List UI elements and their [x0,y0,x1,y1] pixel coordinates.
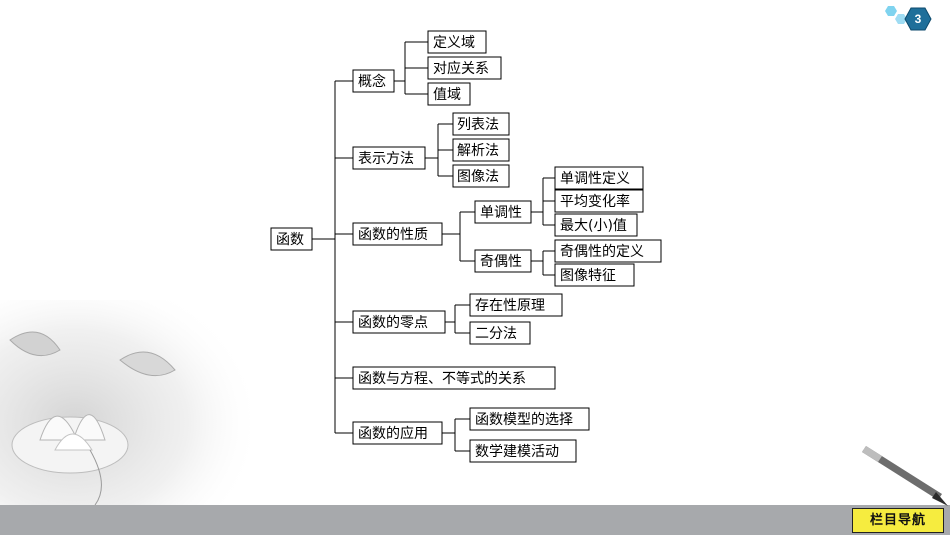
node-graph-method: 图像法 [452,164,510,188]
page-number-badge: 3 [880,2,946,36]
node-table-method-label: 列表法 [457,117,499,133]
node-root-label: 函数 [276,232,304,248]
node-analytic-method-label: 解析法 [457,143,499,159]
node-root: 函数 [270,227,313,251]
node-equations-inequalities-label: 函数与方程、不等式的关系 [358,370,526,387]
node-mapping: 对应关系 [427,56,502,80]
node-parity: 奇偶性 [474,249,532,273]
node-range: 值域 [427,82,471,106]
node-equations-inequalities: 函数与方程、不等式的关系 [352,366,556,390]
node-monotonicity: 单调性 [474,200,532,224]
hexagon-badge-icon [885,6,932,31]
node-bisection-method-label: 二分法 [475,326,517,342]
node-zeros: 函数的零点 [352,310,446,334]
node-average-rate-of-change: 平均变化率 [554,189,644,213]
node-existence-principle-label: 存在性原理 [475,298,545,314]
node-applications: 函数的应用 [352,421,443,445]
node-mapping-label: 对应关系 [433,60,489,77]
node-parity-definition-label: 奇偶性的定义 [560,243,644,260]
node-modeling-activity: 数学建模活动 [469,439,577,463]
column-navigation-button[interactable]: 栏目导航 [852,508,944,533]
node-analytic-method: 解析法 [452,138,510,162]
node-model-selection-label: 函数模型的选择 [475,412,573,428]
node-properties-label: 函数的性质 [358,227,428,243]
footer-bar [0,505,950,535]
node-graph-features: 图像特征 [554,263,635,287]
node-applications-label: 函数的应用 [358,425,428,442]
node-model-selection: 函数模型的选择 [469,407,590,431]
node-concept-label: 概念 [358,73,386,90]
node-table-method: 列表法 [452,112,510,136]
brush-pen-icon [862,446,948,506]
node-graph-features-label: 图像特征 [560,268,616,284]
lotus-flower-icon [0,300,250,505]
node-representation-label: 表示方法 [358,151,414,167]
function-concept-diagram: 函数 概念 表示方法 函数的性质 函数的零点 函数与方程、不等式的关系 函数的应… [270,30,662,463]
node-bisection-method: 二分法 [469,321,531,345]
node-zeros-label: 函数的零点 [358,315,428,331]
node-max-min-value: 最大(小)值 [554,213,638,237]
node-representation: 表示方法 [352,146,426,170]
node-existence-principle: 存在性原理 [469,293,563,317]
node-parity-definition: 奇偶性的定义 [554,239,662,263]
node-monotonicity-definition: 单调性定义 [554,166,644,190]
node-concept: 概念 [352,69,395,93]
node-max-min-value-label: 最大(小)值 [560,218,627,234]
node-domain-label: 定义域 [433,35,475,51]
node-graph-method-label: 图像法 [457,169,499,185]
node-monotonicity-label: 单调性 [480,205,522,221]
node-domain: 定义域 [427,30,487,54]
node-range-label: 值域 [433,87,461,103]
node-average-rate-of-change-label: 平均变化率 [560,193,630,210]
node-parity-label: 奇偶性 [480,253,522,270]
page-number: 3 [914,12,922,26]
node-modeling-activity-label: 数学建模活动 [475,444,559,460]
node-monotonicity-definition-label: 单调性定义 [560,171,630,187]
node-properties: 函数的性质 [352,222,443,246]
